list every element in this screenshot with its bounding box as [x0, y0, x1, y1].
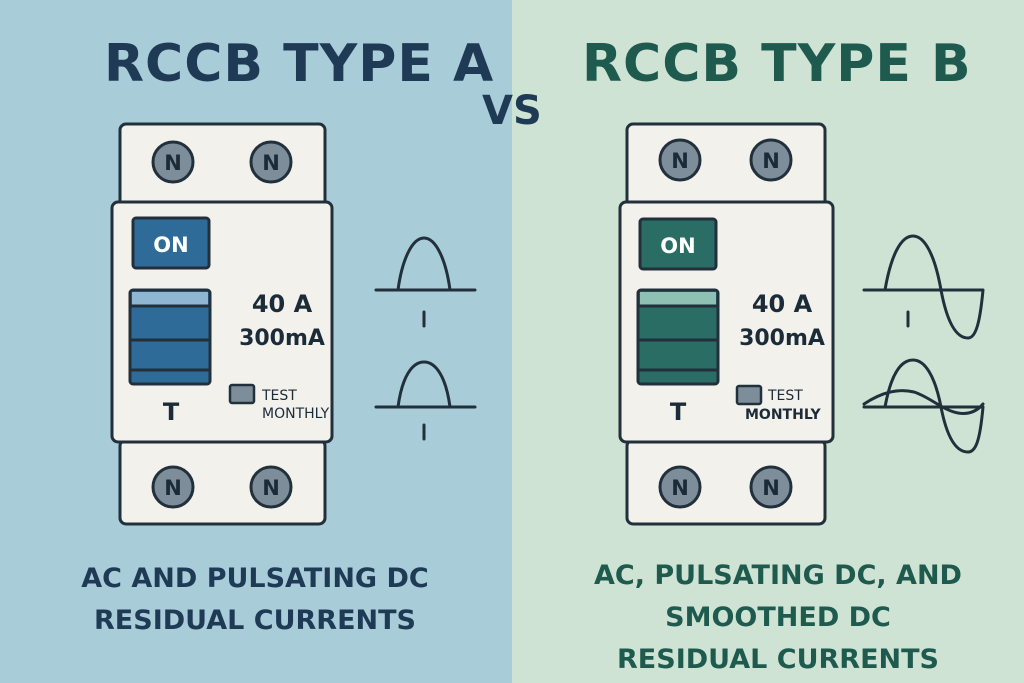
caption-line: AC AND PULSATING DC: [81, 563, 429, 594]
caption-line: SMOOTHED DC: [665, 602, 891, 633]
caption-line: AC, PULSATING DC, AND: [594, 560, 962, 591]
test-button[interactable]: [735, 384, 763, 406]
test-label: TEST: [767, 388, 803, 404]
half-wave-pulse-icon: [374, 360, 477, 441]
terminal-screw-bottom-right: N: [749, 465, 793, 509]
test-label: TEST: [261, 388, 297, 404]
terminal-screw-top-left: N: [151, 140, 195, 184]
test-frequency-label: MONTHLY: [262, 406, 330, 422]
breaker-bottom-cap: [625, 438, 827, 526]
versus-label: VS: [482, 88, 542, 134]
terminal-label: N: [671, 149, 689, 173]
test-button-letter: T: [670, 398, 687, 426]
breaker-top-cap: [118, 122, 327, 210]
on-indicator: ON: [638, 217, 718, 271]
terminal-label: N: [762, 149, 780, 173]
breaker-top-cap: [625, 122, 827, 210]
terminal-label: N: [762, 476, 780, 500]
toggle-lever[interactable]: [128, 288, 212, 386]
breaker-type-a: N N N N ON: [110, 122, 334, 526]
type-a-title: RCCB TYPE A: [104, 34, 495, 94]
smoothed-dc-wave-icon: [862, 358, 985, 454]
terminal-label: N: [262, 476, 280, 500]
on-label: ON: [660, 234, 695, 258]
terminal-screw-bottom-left: N: [658, 465, 702, 509]
terminal-screw-bottom-right: N: [249, 465, 293, 509]
rating-current: 40 A: [252, 290, 313, 318]
type-b-caption: AC, PULSATING DC, AND SMOOTHED DC RESIDU…: [552, 555, 1004, 681]
terminal-screw-top-left: N: [658, 138, 702, 182]
on-label: ON: [153, 233, 188, 257]
on-indicator: ON: [131, 216, 211, 270]
terminal-label: N: [164, 151, 182, 175]
terminal-label: N: [164, 476, 182, 500]
caption-line: RESIDUAL CURRENTS: [617, 644, 939, 675]
caption-line: RESIDUAL CURRENTS: [94, 605, 416, 636]
terminal-label: N: [671, 476, 689, 500]
type-b-title: RCCB TYPE B: [582, 34, 972, 94]
breaker-type-b: N N N N ON: [618, 122, 835, 526]
test-frequency-label: MONTHLY: [745, 407, 822, 423]
terminal-screw-top-right: N: [749, 138, 793, 182]
test-button-letter: T: [163, 398, 180, 426]
rating-residual: 300mA: [239, 326, 325, 351]
half-wave-pulse-icon: [374, 236, 477, 328]
sine-wave-icon: [862, 234, 985, 340]
breaker-bottom-cap: [118, 438, 327, 526]
type-a-caption: AC AND PULSATING DC RESIDUAL CURRENTS: [40, 558, 470, 642]
test-button[interactable]: [228, 383, 256, 405]
rating-residual: 300mA: [739, 326, 825, 351]
terminal-screw-bottom-left: N: [151, 465, 195, 509]
terminal-label: N: [262, 151, 280, 175]
toggle-lever[interactable]: [636, 288, 720, 386]
rating-current: 40 A: [752, 290, 813, 318]
terminal-screw-top-right: N: [249, 140, 293, 184]
